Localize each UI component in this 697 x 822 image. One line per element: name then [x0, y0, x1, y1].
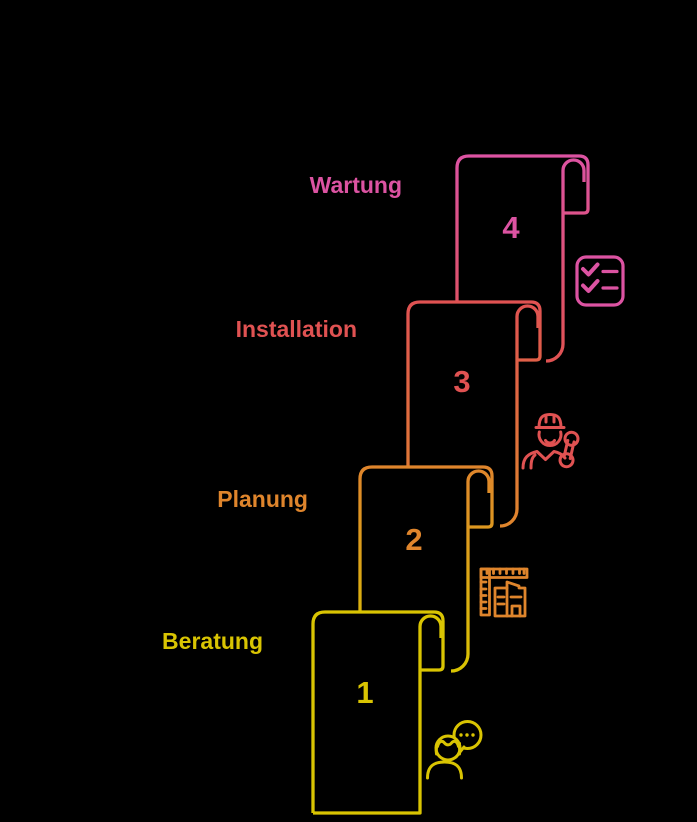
scroll-step-4 — [455, 154, 590, 363]
checklist-icon — [575, 255, 625, 307]
scroll-step-2 — [358, 465, 494, 673]
step-number-2: 2 — [405, 522, 423, 557]
step-label-installation: Installation — [235, 316, 357, 342]
step-number-1: 1 — [356, 675, 374, 710]
step-label-planung: Planung — [217, 486, 308, 512]
worker-wrench-icon — [521, 413, 580, 470]
step-number-4: 4 — [502, 210, 520, 245]
step-label-beratung: Beratung — [162, 628, 263, 654]
person-chat-icon — [426, 720, 483, 780]
step-number-3: 3 — [453, 364, 471, 399]
ruler-building-icon — [479, 567, 529, 618]
scroll-step-3 — [406, 300, 542, 528]
scroll-step-1 — [311, 610, 445, 815]
step-label-wartung: Wartung — [309, 172, 402, 198]
